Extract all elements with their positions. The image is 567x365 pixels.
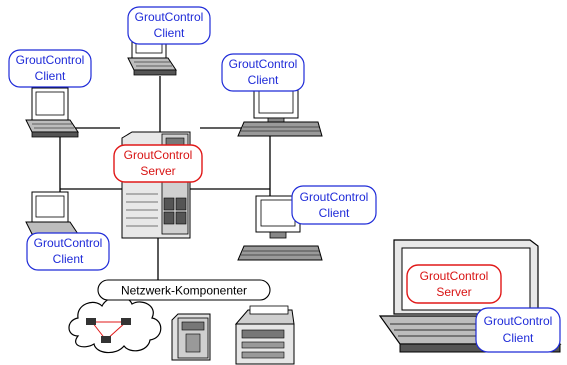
label-network-components-text: Netzwerk-Komponenter	[121, 284, 247, 298]
laptop-icon	[25, 191, 79, 239]
printer-icon	[234, 305, 295, 365]
label-server-center-line1: GroutControl	[124, 148, 193, 162]
laptop-icon	[25, 87, 79, 138]
ups-icon	[171, 313, 211, 361]
label-client-upper-left: GroutControl Client	[8, 49, 92, 88]
label-client-laptop: GroutControl Client	[475, 307, 561, 353]
label-client-upper-left-line2: Client	[35, 69, 66, 83]
label-client-top-line2: Client	[154, 26, 185, 40]
label-client-lower-right-line1: GroutControl	[300, 190, 369, 204]
keyboard-icon	[237, 121, 323, 137]
keyboard-icon	[237, 245, 323, 261]
label-client-laptop-line1: GroutControl	[484, 314, 553, 328]
label-server-laptop-line2: Server	[436, 285, 471, 299]
label-network-components: Netzwerk-Komponenter	[97, 279, 271, 301]
label-server-center: GroutControl Server	[113, 144, 203, 183]
label-server-center-line2: Server	[140, 164, 175, 178]
label-client-upper-right-line1: GroutControl	[229, 57, 298, 71]
network-cloud-icon	[68, 296, 162, 354]
label-server-laptop-line1: GroutControl	[420, 269, 489, 283]
label-client-top: GroutControl Client	[127, 6, 211, 45]
label-client-lower-left-line1: GroutControl	[34, 236, 103, 250]
workstation-upper-right	[237, 83, 323, 137]
label-server-laptop: GroutControl Server	[406, 264, 502, 304]
label-client-upper-right: GroutControl Client	[221, 53, 305, 92]
label-client-lower-right: GroutControl Client	[291, 185, 377, 225]
label-client-lower-left-line2: Client	[53, 252, 84, 266]
label-client-laptop-line2: Client	[503, 331, 534, 345]
label-client-top-line1: GroutControl	[135, 10, 204, 24]
label-client-upper-right-line2: Client	[248, 73, 279, 87]
label-client-lower-left: GroutControl Client	[26, 232, 110, 271]
label-client-lower-right-line2: Client	[319, 206, 350, 220]
label-client-upper-left-line1: GroutControl	[16, 53, 85, 67]
